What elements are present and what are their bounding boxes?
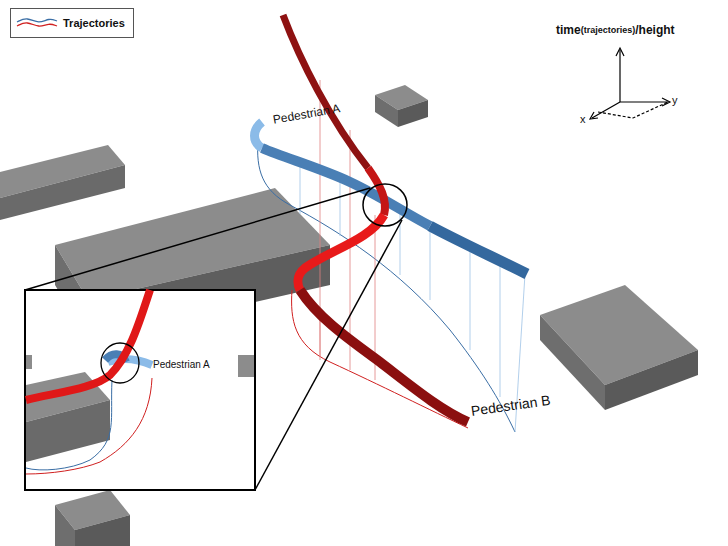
legend-swatch [15,15,59,31]
trajectory-label: Pedestrian B [470,393,551,418]
axis-label: /height [635,24,674,36]
legend-label: Trajectories [63,17,125,29]
axes-icon [590,48,670,119]
buildings [0,85,698,546]
axis-label: (trajectories) [581,26,636,35]
axis-label: y [672,95,678,106]
trajectory-ribbons [255,15,528,422]
trajectory-label: Pedestrian A [153,360,210,370]
trajectory-label: Pedestrian A [272,102,341,126]
legend: Trajectories [10,8,134,38]
zoom-inset [25,184,407,490]
axis-label: time [556,24,581,36]
ground-footprints [258,140,515,432]
axis-label: x [580,114,586,125]
